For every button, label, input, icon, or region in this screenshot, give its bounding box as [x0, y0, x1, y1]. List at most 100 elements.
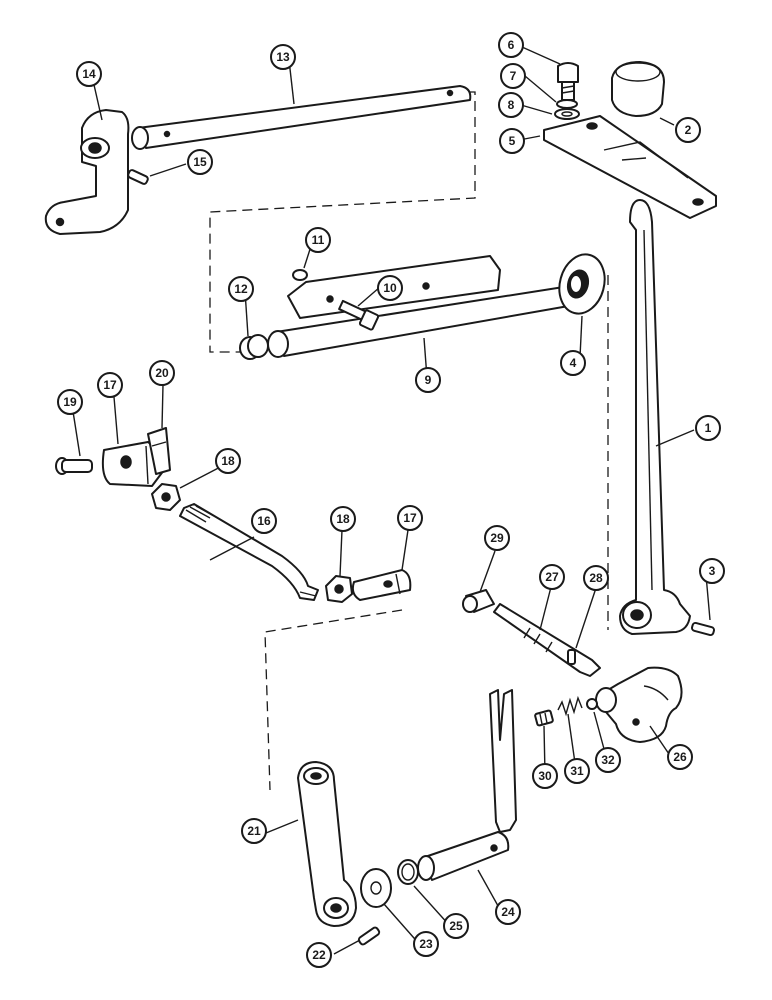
- callout-21-label: 21: [247, 824, 261, 838]
- part-26-selector: [595, 666, 683, 743]
- callout-11-label: 11: [312, 233, 325, 247]
- callout-20-label: 20: [155, 366, 169, 380]
- part-18-nut-upper: [151, 483, 181, 511]
- callout-22-label: 22: [312, 948, 326, 962]
- callout-19-label: 19: [63, 395, 77, 409]
- callout-25-label: 25: [449, 919, 463, 933]
- callout-29-label: 29: [490, 531, 504, 545]
- part-3-pin: [691, 621, 715, 637]
- part-17-clevis-lower: [351, 569, 412, 601]
- callout-17-upper: 17: [97, 372, 123, 398]
- callout-23-label: 23: [419, 937, 433, 951]
- callout-1: 1: [695, 415, 721, 441]
- part-18-nut-lower: [325, 575, 353, 603]
- part-24-shifter: [417, 689, 517, 881]
- part-16-rod: [179, 503, 319, 601]
- callout-7: 7: [500, 63, 526, 89]
- callout-29: 29: [484, 525, 510, 551]
- callout-3: 3: [699, 558, 725, 584]
- callout-27: 27: [539, 564, 565, 590]
- callout-17-lower-label: 17: [403, 511, 417, 525]
- callout-27-label: 27: [545, 570, 559, 584]
- callout-11: 11: [305, 227, 331, 253]
- callout-2: 2: [675, 117, 701, 143]
- callout-9: 9: [415, 367, 441, 393]
- part-10-bolt: [338, 299, 380, 331]
- callout-16-label: 16: [257, 514, 271, 528]
- callout-10-label: 10: [383, 281, 397, 295]
- callout-6-label: 6: [508, 38, 515, 52]
- callout-7-label: 7: [510, 69, 517, 83]
- callout-17-upper-label: 17: [103, 378, 117, 392]
- callout-22: 22: [306, 942, 332, 968]
- part-32-ball: [586, 698, 598, 710]
- callout-18-upper-label: 18: [221, 454, 235, 468]
- callout-32: 32: [595, 747, 621, 773]
- part-28-roll-pin: [567, 649, 576, 665]
- part-19-clevis-pin: [55, 457, 93, 475]
- callout-14-label: 14: [82, 67, 96, 81]
- callout-20: 20: [149, 360, 175, 386]
- callout-4: 4: [560, 350, 586, 376]
- callout-8: 8: [498, 92, 524, 118]
- callout-25: 25: [443, 913, 469, 939]
- part-22-pin: [357, 926, 381, 946]
- part-29-bushing: [462, 589, 495, 613]
- callout-30: 30: [532, 763, 558, 789]
- part-6-bolt: [557, 62, 579, 101]
- part-2-knob: [611, 61, 665, 117]
- callout-14: 14: [76, 61, 102, 87]
- callout-13: 13: [270, 44, 296, 70]
- part-4-flange-washer: [558, 253, 606, 315]
- part-1-lever: [619, 199, 691, 635]
- part-25-snap-ring: [397, 859, 419, 885]
- callout-18-upper: 18: [215, 448, 241, 474]
- phantom-lines: [209, 91, 609, 791]
- callout-12: 12: [228, 276, 254, 302]
- part-13-rod: [131, 85, 472, 150]
- callout-12-label: 12: [234, 282, 248, 296]
- part-31-spring: [557, 695, 583, 717]
- callout-26: 26: [667, 744, 693, 770]
- callout-16: 16: [251, 508, 277, 534]
- callout-19: 19: [57, 389, 83, 415]
- callout-8-label: 8: [508, 98, 515, 112]
- callout-10: 10: [377, 275, 403, 301]
- callout-1-label: 1: [705, 421, 712, 435]
- callout-5-label: 5: [509, 134, 516, 148]
- part-21-lever: [297, 761, 357, 927]
- callout-28: 28: [583, 565, 609, 591]
- callout-23: 23: [413, 931, 439, 957]
- callout-31-label: 31: [570, 764, 584, 778]
- callout-2-label: 2: [685, 123, 692, 137]
- callout-3-label: 3: [709, 564, 716, 578]
- part-12-bushing: [239, 334, 269, 360]
- part-20-clip: [147, 427, 171, 475]
- part-27-shaft: [493, 603, 601, 677]
- callout-32-label: 32: [601, 753, 615, 767]
- callout-9-label: 9: [425, 373, 432, 387]
- callout-4-label: 4: [570, 356, 577, 370]
- callout-30-label: 30: [538, 769, 552, 783]
- part-11-washer: [292, 269, 308, 281]
- part-30-set-screw: [534, 709, 554, 727]
- part-23-washer: [360, 868, 392, 908]
- callout-6: 6: [498, 32, 524, 58]
- part-14-bell-crank: [44, 109, 130, 235]
- callout-24-label: 24: [501, 905, 515, 919]
- callout-31: 31: [564, 758, 590, 784]
- callout-28-label: 28: [589, 571, 603, 585]
- callout-18-lower: 18: [330, 506, 356, 532]
- part-7-lock-washer: [556, 99, 578, 109]
- part-5-gate-plate: [543, 115, 717, 219]
- callout-21: 21: [241, 818, 267, 844]
- callout-26-label: 26: [673, 750, 687, 764]
- callout-18-lower-label: 18: [336, 512, 350, 526]
- callout-15-label: 15: [193, 155, 207, 169]
- callout-5: 5: [499, 128, 525, 154]
- part-15-pin: [127, 169, 149, 185]
- part-8-washer: [554, 108, 580, 120]
- part-17-clevis-upper: [101, 441, 165, 487]
- callout-13-label: 13: [276, 50, 290, 64]
